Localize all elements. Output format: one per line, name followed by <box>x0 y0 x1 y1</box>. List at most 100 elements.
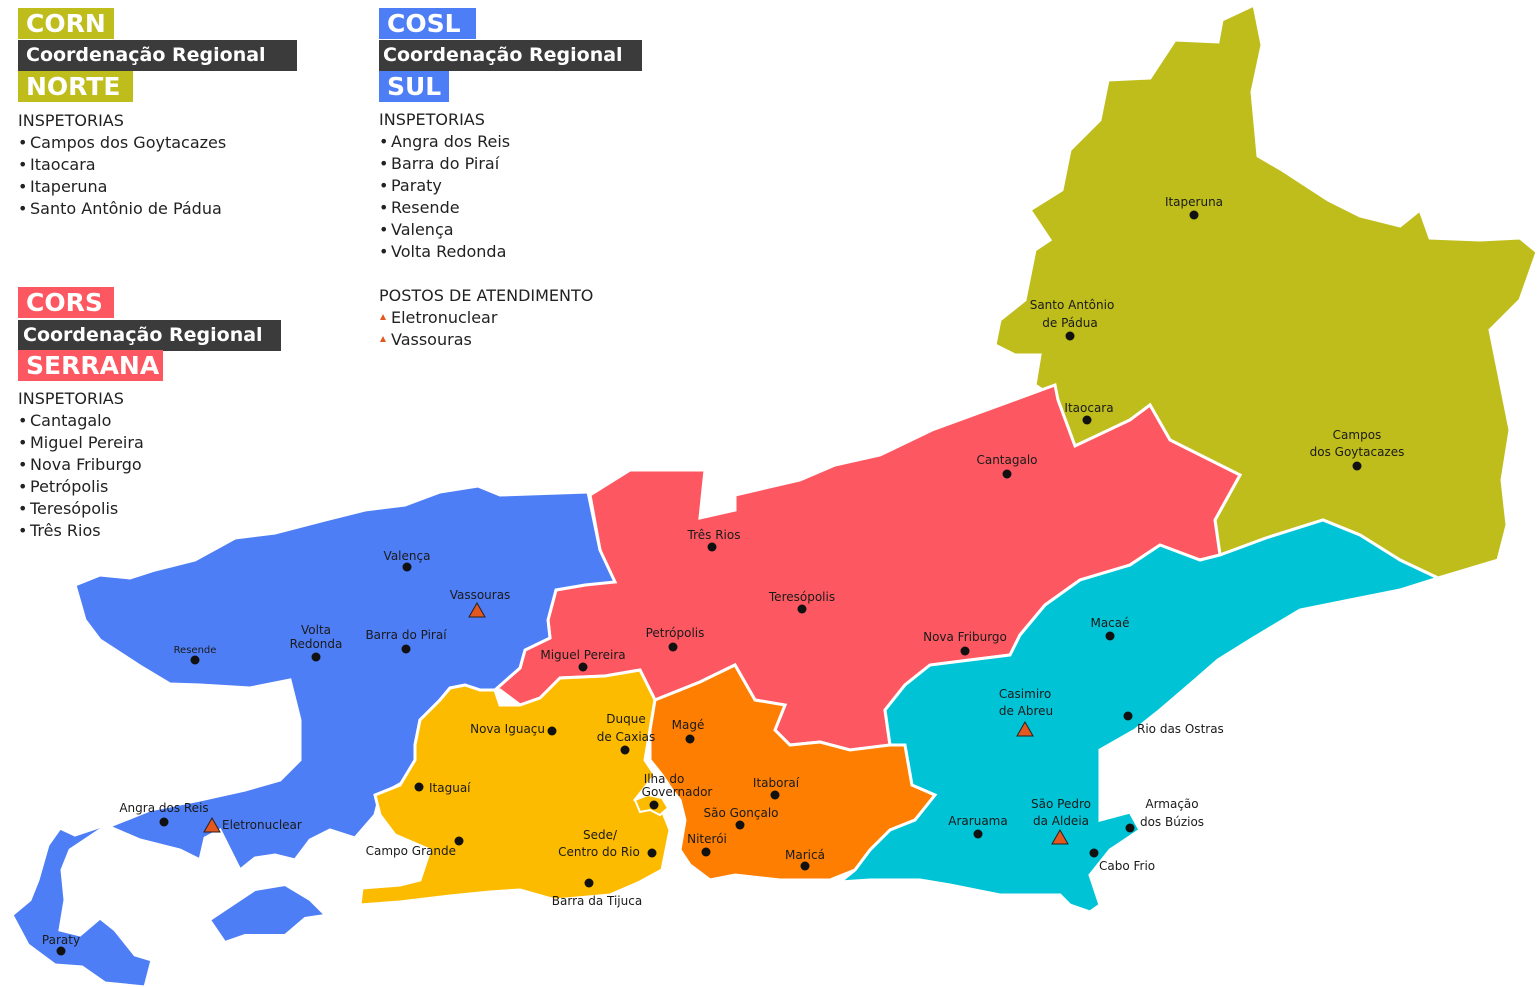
label-volta-redonda: Redonda <box>290 637 343 651</box>
bullet-icon: • <box>18 521 28 540</box>
bullet-icon: • <box>18 477 28 496</box>
city-dot[interactable] <box>973 829 983 839</box>
legend-item: •Barra do Piraí <box>379 153 593 175</box>
city-dot[interactable] <box>800 861 810 871</box>
posto-triangle[interactable] <box>1051 828 1069 845</box>
norte-inspetorias: INSPETORIAS •Campos dos Goytacazes•Itaoc… <box>18 110 226 220</box>
cors-code: CORS <box>18 287 114 318</box>
label-itaperuna: Itaperuna <box>1165 195 1223 209</box>
serrana-heading: INSPETORIAS <box>18 389 124 408</box>
legend-item: •Paraty <box>379 175 593 197</box>
city-labels: Itaperuna Santo Antônio de Pádua Itaocar… <box>42 195 1404 947</box>
city-dot[interactable] <box>685 734 695 744</box>
legend-item-label: Vassouras <box>391 330 472 349</box>
bullet-icon: • <box>18 199 28 218</box>
bullet-icon: • <box>18 411 28 430</box>
legend-item-label: Valença <box>391 220 454 239</box>
city-dot[interactable] <box>1125 823 1135 833</box>
city-dot[interactable] <box>401 644 411 654</box>
label-rio-ostras: Rio das Ostras <box>1137 722 1224 736</box>
city-dot[interactable] <box>960 646 970 656</box>
city-dot[interactable] <box>1123 711 1133 721</box>
legend-item-label: Nova Friburgo <box>30 455 142 474</box>
city-dot[interactable] <box>414 782 424 792</box>
legend-item-label: Paraty <box>391 176 442 195</box>
city-dot[interactable] <box>584 878 594 888</box>
label-duque: Duque <box>606 712 645 726</box>
city-dot[interactable] <box>1082 415 1092 425</box>
label-cabo-frio: Cabo Frio <box>1099 859 1155 873</box>
legend-item: •Três Rios <box>18 520 144 542</box>
label-campos: Campos <box>1333 428 1382 442</box>
city-dot[interactable] <box>1352 461 1362 471</box>
city-dot[interactable] <box>770 790 780 800</box>
label-miguel-pereira: Miguel Pereira <box>540 648 625 662</box>
city-dot[interactable] <box>701 847 711 857</box>
bullet-icon: • <box>379 132 389 151</box>
city-dot[interactable] <box>56 946 66 956</box>
label-casimiro: de Abreu <box>999 704 1053 718</box>
label-casimiro: Casimiro <box>999 687 1051 701</box>
city-dot[interactable] <box>190 655 200 665</box>
city-dot[interactable] <box>649 800 659 810</box>
region-sul[interactable] <box>10 484 618 987</box>
posto-triangle[interactable] <box>203 816 221 833</box>
bullet-icon: • <box>379 242 389 261</box>
label-ilha-governador: Ilha do <box>644 772 685 786</box>
legend-item-label: Três Rios <box>30 521 101 540</box>
label-niteroi: Niterói <box>687 832 727 846</box>
legend-item-label: Resende <box>391 198 460 217</box>
label-itaborai: Itaboraí <box>753 776 800 790</box>
city-dot[interactable] <box>1002 469 1012 479</box>
norte-list: •Campos dos Goytacazes•Itaocara•Itaperun… <box>18 132 226 220</box>
city-dot[interactable] <box>454 836 464 846</box>
legend-item-label: Barra do Piraí <box>391 154 500 173</box>
label-sede: Sede/ <box>583 828 618 842</box>
legend-item-label: Itaocara <box>30 155 96 174</box>
norte-heading: INSPETORIAS <box>18 111 124 130</box>
bullet-icon: • <box>18 433 28 452</box>
bullet-icon: • <box>379 220 389 239</box>
island-ilha-grande <box>208 883 328 944</box>
city-dot[interactable] <box>1065 331 1075 341</box>
city-dot[interactable] <box>547 726 557 736</box>
label-barra-pirai: Barra do Piraí <box>365 628 447 642</box>
legend-item: •Petrópolis <box>18 476 144 498</box>
sul-heading: INSPETORIAS <box>379 110 485 129</box>
city-dot[interactable] <box>707 542 717 552</box>
city-dot[interactable] <box>578 662 588 672</box>
label-angra: Angra dos Reis <box>119 801 208 815</box>
city-dot[interactable] <box>1089 848 1099 858</box>
postos-heading: POSTOS DE ATENDIMENTO <box>379 286 594 305</box>
city-dot[interactable] <box>797 604 807 614</box>
cors-name: SERRANA <box>18 350 163 381</box>
city-dot[interactable] <box>402 562 412 572</box>
city-dot[interactable] <box>159 817 169 827</box>
posto-triangle[interactable] <box>468 601 486 618</box>
label-vassouras: Vassouras <box>450 588 511 602</box>
region-lagos[interactable] <box>835 518 1443 914</box>
label-teresopolis: Teresópolis <box>768 590 835 604</box>
city-dot[interactable] <box>735 820 745 830</box>
city-dot[interactable] <box>1189 210 1199 220</box>
bullet-icon: • <box>379 176 389 195</box>
label-nova-iguacu: Nova Iguaçu <box>470 722 545 736</box>
legend-item-label: Volta Redonda <box>391 242 507 261</box>
city-dot[interactable] <box>668 642 678 652</box>
region-metro-rio[interactable] <box>358 668 672 907</box>
label-eletronuclear: Eletronuclear <box>222 818 302 832</box>
label-campos: dos Goytacazes <box>1310 445 1405 459</box>
city-dot[interactable] <box>311 652 321 662</box>
label-marica: Maricá <box>785 848 825 862</box>
legend-item: •Valença <box>379 219 593 241</box>
cosl-code: COSL <box>379 8 476 39</box>
posto-triangle[interactable] <box>1016 720 1034 737</box>
city-dot[interactable] <box>1105 631 1115 641</box>
legend-item-label: Teresópolis <box>30 499 119 518</box>
city-dot[interactable] <box>647 848 657 858</box>
city-dot[interactable] <box>620 745 630 755</box>
label-sao-goncalo: São Gonçalo <box>704 806 779 820</box>
legend-item-label: Itaperuna <box>30 177 108 196</box>
corn-name: NORTE <box>18 71 133 102</box>
label-tres-rios: Três Rios <box>687 528 741 542</box>
